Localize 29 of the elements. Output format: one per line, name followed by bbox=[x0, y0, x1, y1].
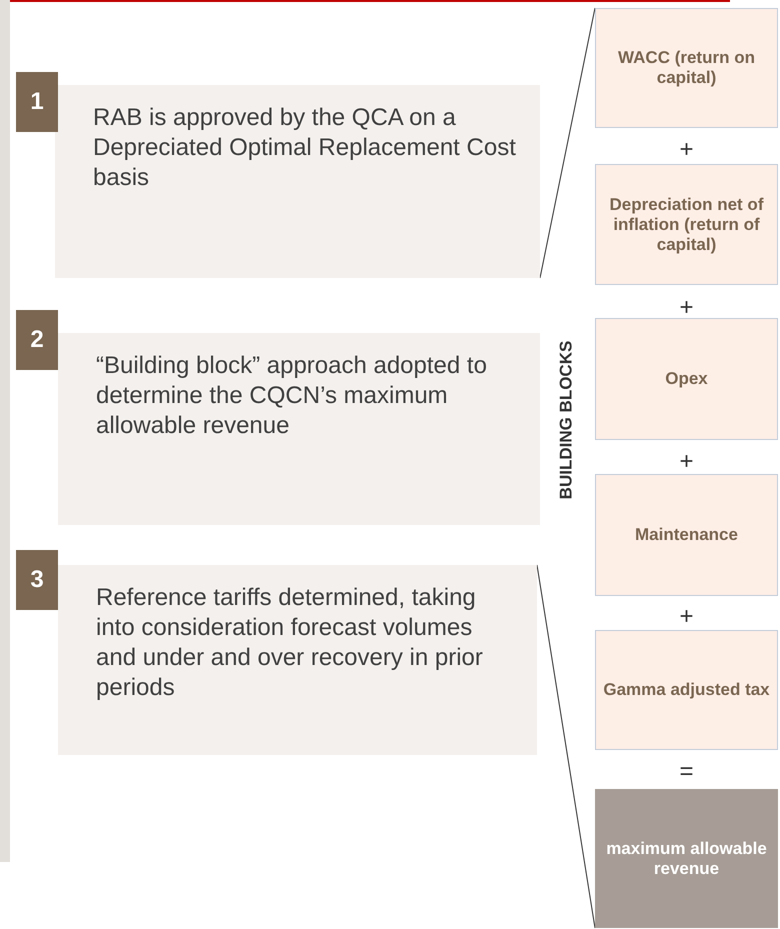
operator-sign: + bbox=[678, 450, 694, 474]
block-label: Depreciation net of inflation (return of capital) bbox=[608, 194, 764, 254]
block-label: Maintenance bbox=[635, 525, 738, 545]
text-panel bbox=[58, 565, 537, 755]
operator-sign: + bbox=[678, 138, 694, 162]
result-box bbox=[595, 789, 778, 928]
operator-sign: + bbox=[678, 605, 694, 629]
building-block bbox=[595, 474, 778, 596]
operator-sign: = bbox=[678, 760, 694, 784]
building-block bbox=[595, 318, 778, 440]
axis-heading: BUILDING BLOCKS bbox=[556, 340, 576, 500]
building-block bbox=[595, 8, 778, 128]
building-block bbox=[595, 630, 778, 750]
building-block bbox=[595, 164, 778, 285]
text-panel bbox=[58, 333, 540, 525]
description-text: RAB is approved by the QCA on a Depreciated Optimal Replacement Cost basis bbox=[93, 103, 517, 193]
step-number: 3 bbox=[16, 550, 58, 610]
step-number: 1 bbox=[16, 72, 58, 132]
operator-sign: + bbox=[678, 296, 694, 320]
description-text: Reference tariffs determined, taking into consideration forecast volumes and under and over recovery in prior periods bbox=[96, 583, 484, 703]
step-number: 2 bbox=[16, 310, 58, 370]
block-label: maximum allowable revenue bbox=[605, 838, 768, 878]
block-label: Opex bbox=[665, 369, 708, 389]
text-panel bbox=[55, 85, 540, 278]
connector-line bbox=[536, 564, 596, 928]
block-label: Gamma adjusted tax bbox=[603, 680, 770, 700]
description-text: “Building block” approach adopted to determine the CQCN’s maximum allowable revenue bbox=[96, 351, 488, 441]
connector-line bbox=[540, 8, 596, 278]
block-label: WACC (return on capital) bbox=[617, 48, 756, 88]
